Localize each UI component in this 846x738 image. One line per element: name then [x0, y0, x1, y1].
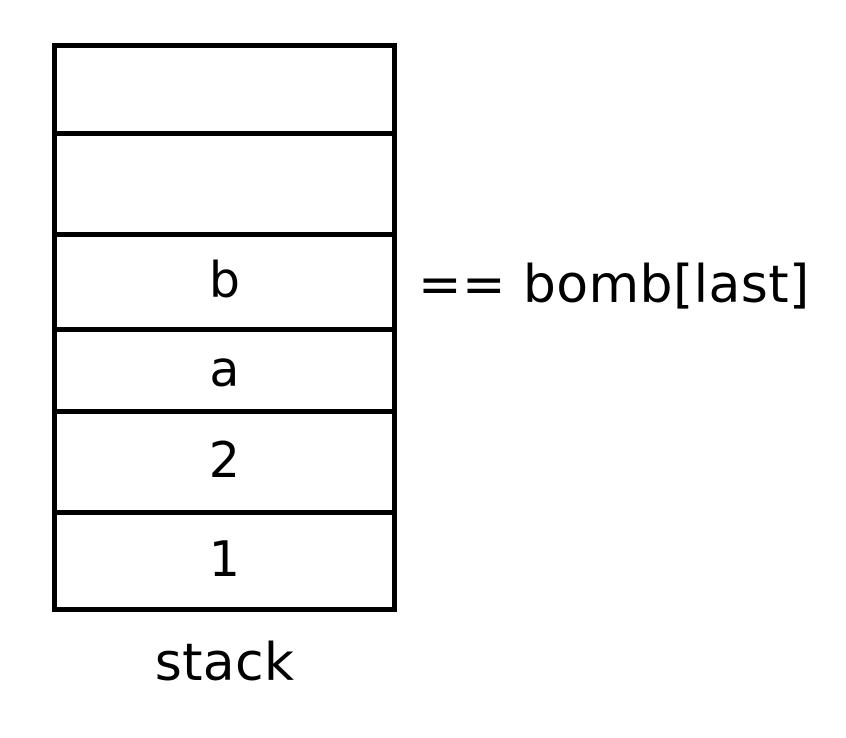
stack-cell[interactable]: 1 — [57, 514, 392, 607]
stack-cell[interactable]: 2 — [57, 413, 392, 515]
stack-cell[interactable] — [57, 136, 392, 237]
annotation-label: == bomb[last] — [418, 255, 810, 315]
stack-box: b a 2 1 — [52, 43, 397, 612]
stack-cell-value: a — [209, 340, 240, 398]
stack-cell[interactable] — [57, 48, 392, 137]
stack-cell-value: b — [208, 252, 241, 310]
stack-caption: stack — [52, 637, 397, 689]
stack-cell-value: 2 — [208, 432, 241, 490]
stack-top-annotation: == bomb[last] — [418, 253, 810, 317]
stack-cell-value: 1 — [208, 531, 241, 589]
stack-cell[interactable]: a — [57, 331, 392, 414]
stack-caption-label: stack — [154, 633, 295, 693]
stack-cell[interactable]: b — [57, 236, 392, 332]
